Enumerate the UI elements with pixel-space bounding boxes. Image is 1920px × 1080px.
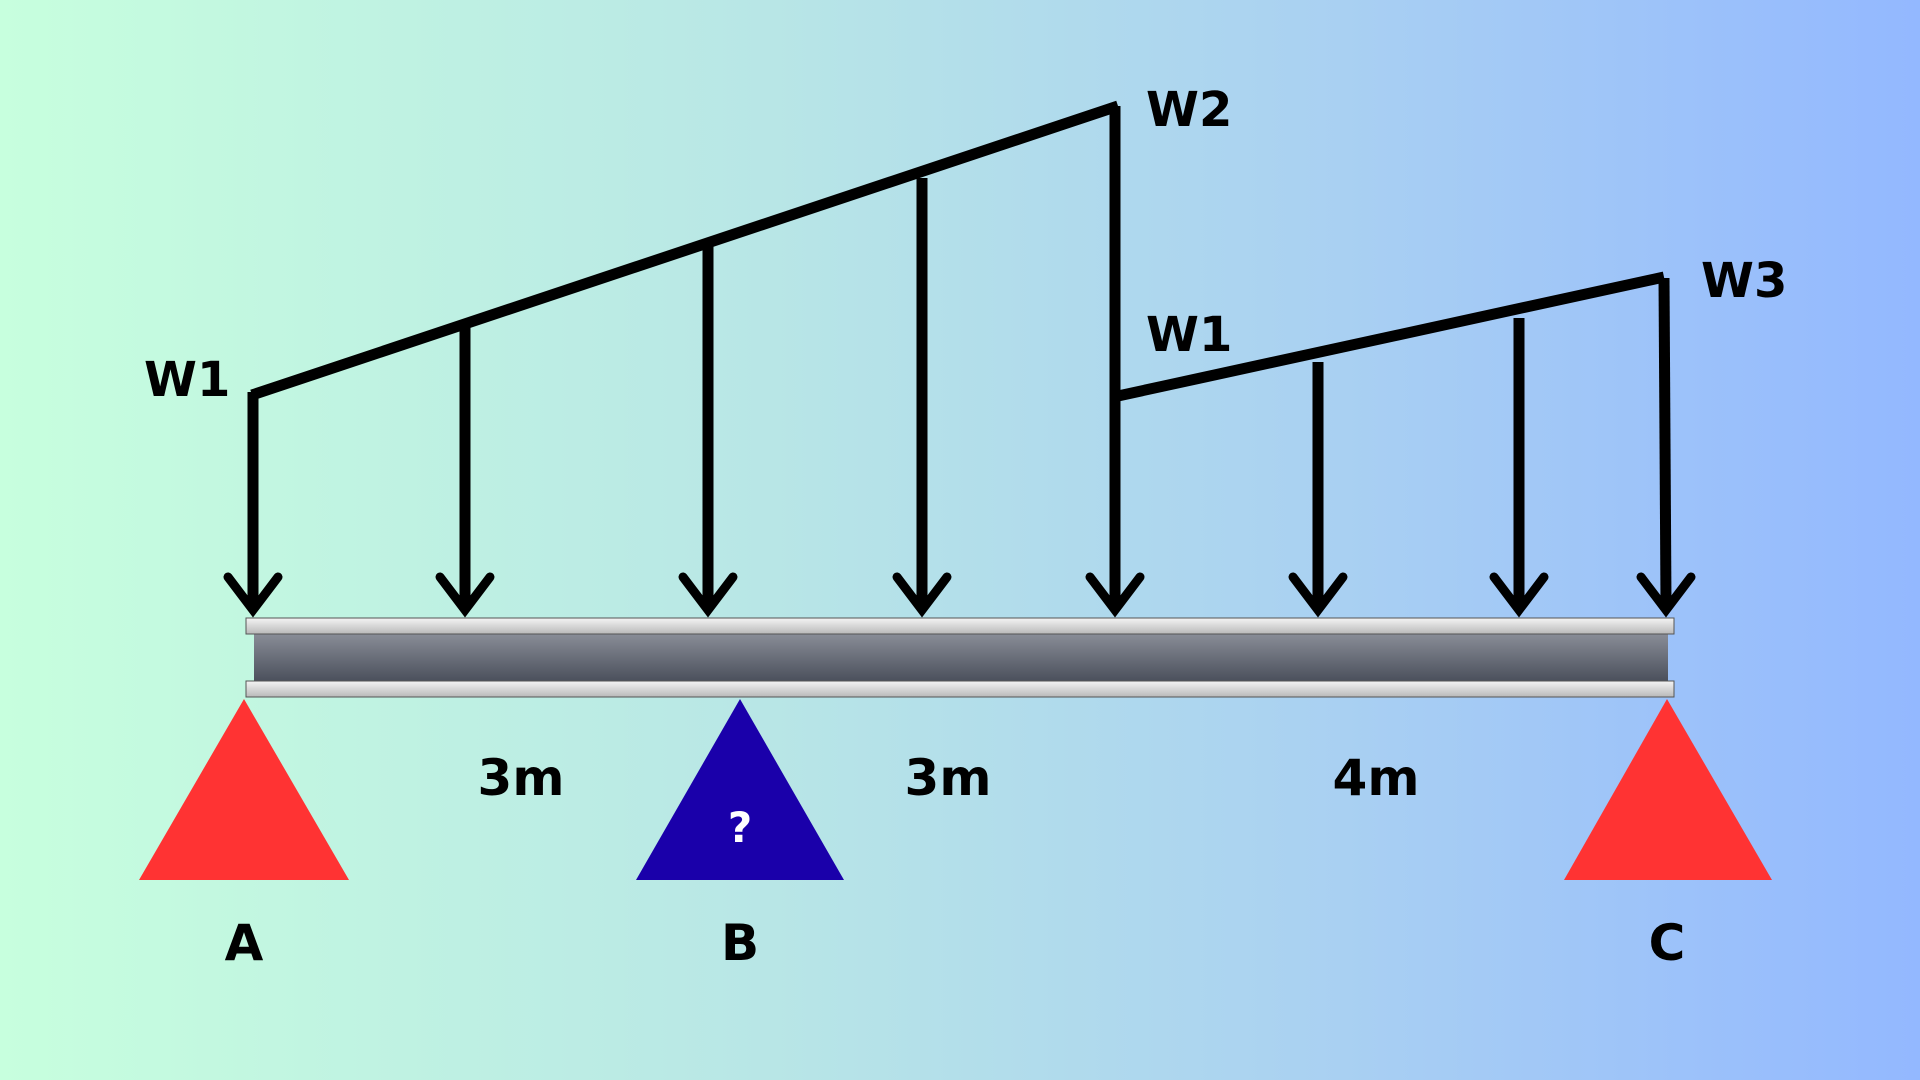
load-arrow bbox=[1636, 277, 1696, 618]
load-arrow bbox=[1288, 362, 1348, 618]
span-label-bx: 3m bbox=[905, 749, 992, 807]
beam-web bbox=[254, 633, 1668, 681]
span-label-ab: 3m bbox=[478, 749, 565, 807]
support-b-label: B bbox=[721, 914, 759, 972]
beam-top-flange bbox=[245, 617, 1675, 635]
load-label-w1-mid: W1 bbox=[1146, 307, 1232, 363]
load-label-w1-left: W1 bbox=[144, 352, 230, 408]
support-c-label: C bbox=[1649, 914, 1686, 972]
support-a-triangle bbox=[139, 699, 349, 880]
support-b-marker: ? bbox=[728, 803, 752, 852]
beam-bottom-flange bbox=[245, 680, 1675, 698]
beam bbox=[245, 617, 1675, 698]
load-arrow bbox=[1085, 106, 1145, 618]
support-c-triangle bbox=[1564, 699, 1772, 880]
load-arrow bbox=[435, 325, 495, 618]
load-arrow bbox=[678, 245, 738, 618]
load-arrow bbox=[223, 392, 283, 618]
load-arrow bbox=[1489, 318, 1549, 618]
load-label-w2: W2 bbox=[1146, 82, 1232, 138]
span-label-xc: 4m bbox=[1333, 749, 1420, 807]
load-label-w3: W3 bbox=[1701, 253, 1787, 309]
load-profile-right bbox=[1116, 271, 1666, 402]
load-arrow bbox=[892, 178, 952, 618]
load-profile-left bbox=[250, 100, 1120, 401]
support-a-label: A bbox=[225, 914, 264, 972]
support-b-triangle bbox=[636, 699, 844, 880]
